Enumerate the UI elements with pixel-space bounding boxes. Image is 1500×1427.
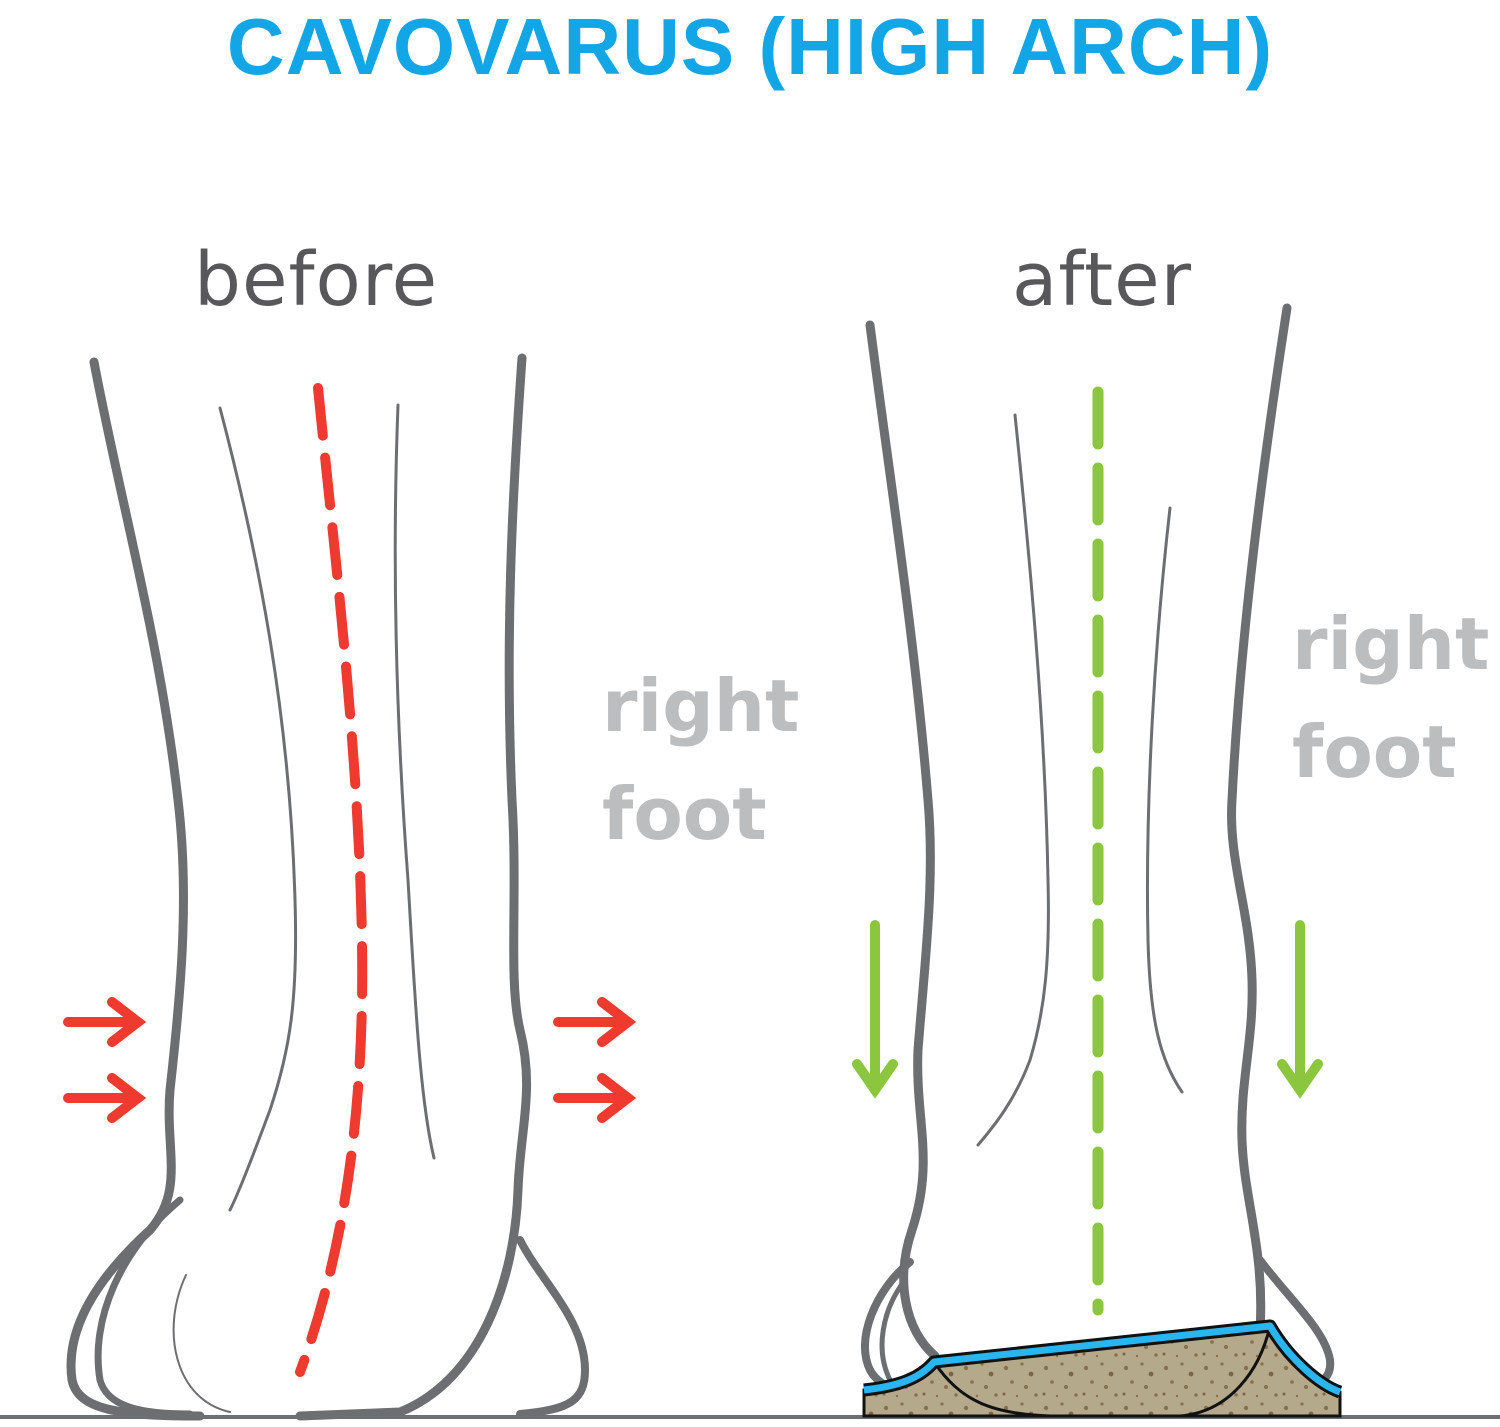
after-side-label-line2: foot [1292, 710, 1457, 794]
before-foot-outline [66, 353, 590, 1421]
before-side-label-line2: foot [602, 772, 767, 856]
after-label: after [1012, 237, 1193, 323]
before-arrows [63, 997, 637, 1123]
after-arrows [852, 920, 1323, 1099]
arrow-down-icon [852, 920, 898, 1099]
after-side-label: right foot [1292, 590, 1489, 806]
arrow-right-icon [553, 997, 637, 1047]
arrow-right-icon [63, 1073, 147, 1123]
arrow-right-icon [553, 1073, 637, 1123]
diagram-title: CAVOVARUS (HIGH ARCH) [226, 2, 1274, 91]
before-axis-line [295, 383, 368, 1377]
before-side-label-line1: right [602, 664, 800, 748]
orthotic-insole [862, 1319, 1343, 1418]
arrow-down-icon [1277, 920, 1323, 1099]
arrow-right-icon [63, 997, 147, 1047]
before-side-label: right foot [602, 652, 799, 868]
after-side-label-line1: right [1292, 602, 1490, 686]
after-foot-outline [861, 303, 1335, 1395]
before-label: before [194, 237, 439, 323]
